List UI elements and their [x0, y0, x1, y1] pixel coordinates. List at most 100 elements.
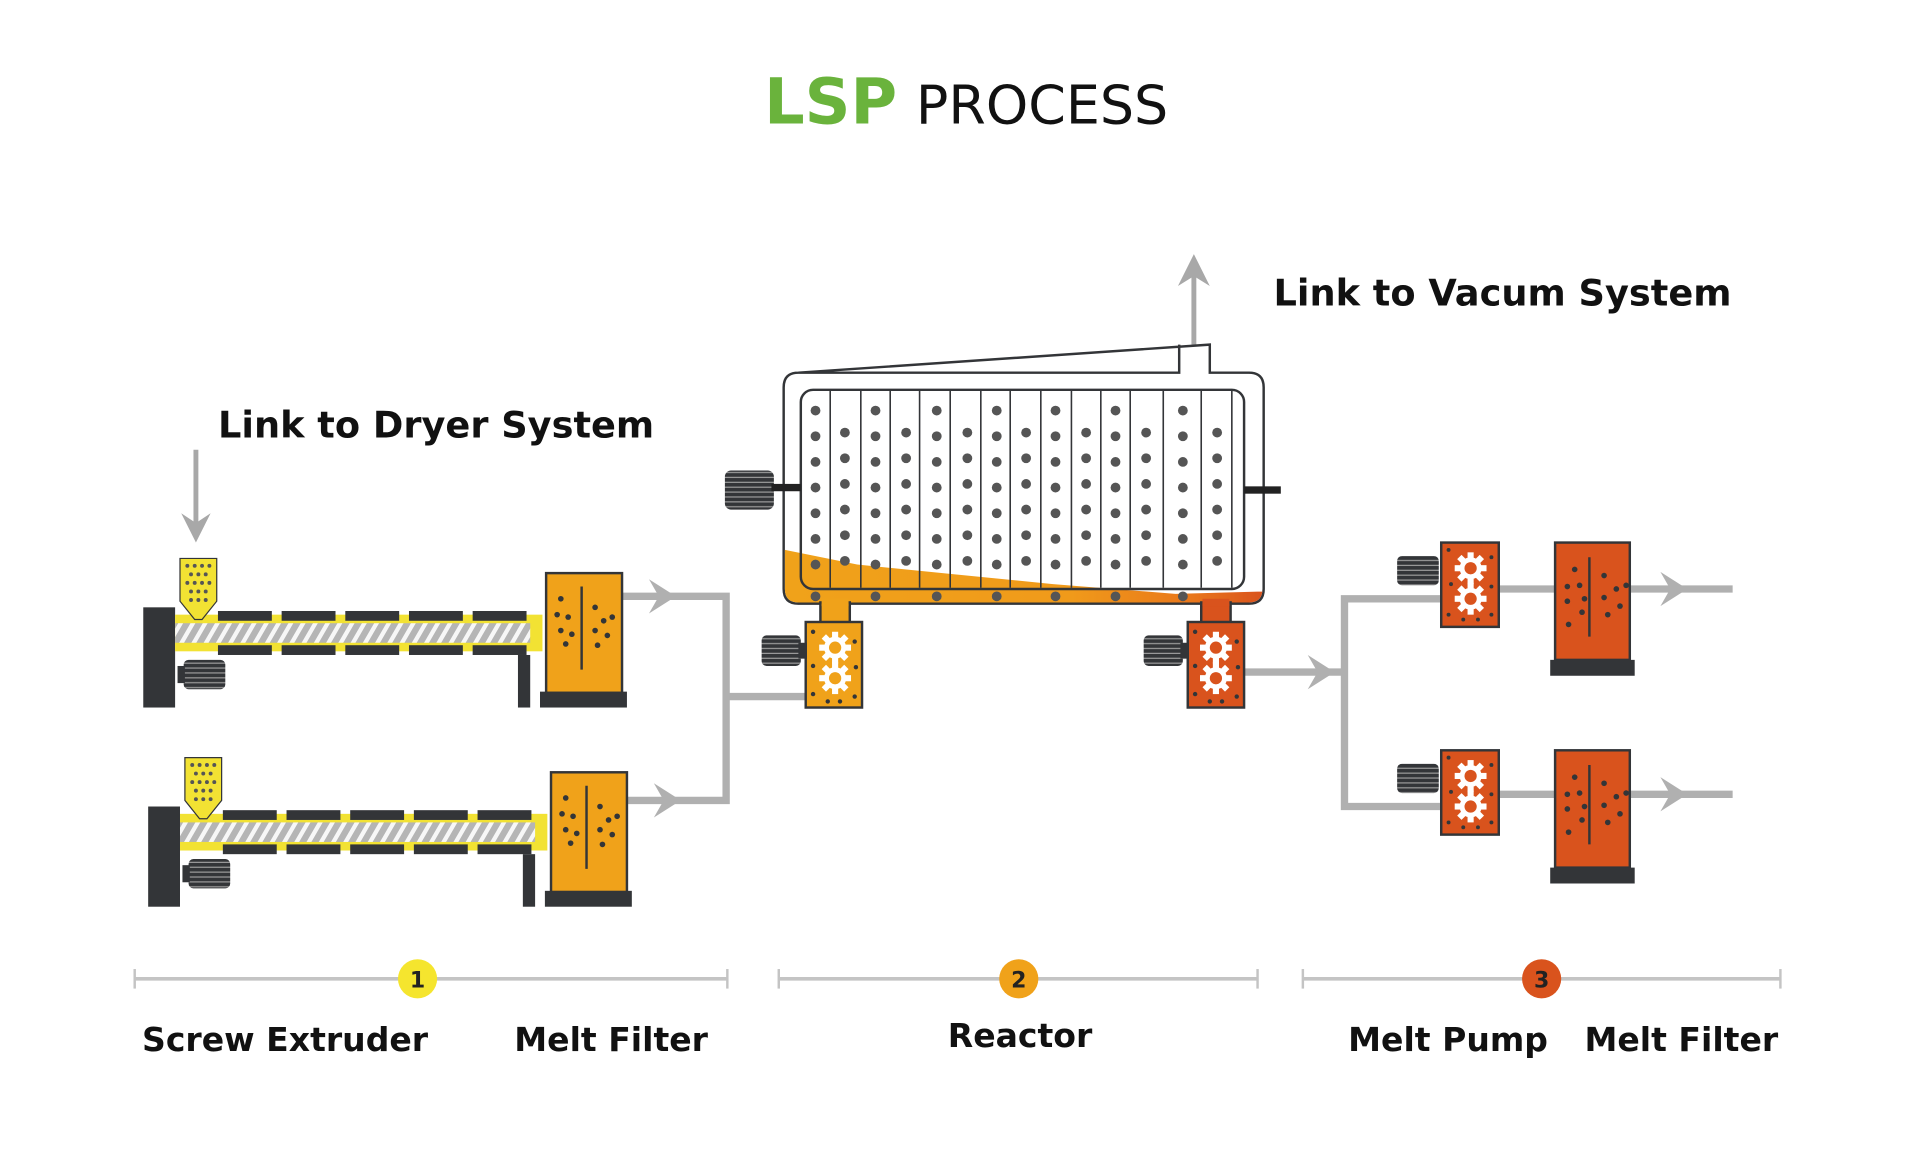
pellet-dot [962, 556, 973, 566]
title-brand: LSP [764, 64, 897, 138]
stage-3-badge [1522, 959, 1562, 999]
pellet-dot [1050, 482, 1061, 493]
pellet-dot [1141, 453, 1152, 464]
pellet-dot [870, 508, 881, 519]
pellet-dot [1050, 457, 1061, 467]
pellet-dot [1050, 405, 1061, 416]
pellet-dot [870, 559, 881, 570]
pellet-dot [991, 508, 1002, 519]
pellet-dot [1212, 453, 1223, 464]
pellet-dot [870, 457, 881, 467]
pellet-dot [962, 427, 973, 438]
stage-3-number: 3 [1534, 968, 1549, 993]
pellet-dot [931, 534, 942, 544]
stage-3-label-melt-filter: Melt Filter [1584, 1020, 1778, 1059]
pellet-dot [991, 559, 1002, 570]
flow-arrow-icons [648, 571, 1688, 818]
vacuum-outlet-arrow-icon [1177, 254, 1210, 345]
pellet-dot [1081, 504, 1092, 515]
pellet-dot [991, 591, 1002, 602]
pellet-dot [1141, 427, 1152, 438]
pellet-dot [840, 504, 850, 515]
output-line-2 [1397, 749, 1635, 884]
pellet-dot [901, 556, 912, 566]
pellet-dot [1110, 482, 1121, 493]
pellet-dot [840, 479, 850, 489]
stage-2-number: 2 [1011, 968, 1026, 993]
pellet-dot [1081, 530, 1092, 541]
pellet-dot [1110, 431, 1121, 442]
pellet-dot [1177, 457, 1188, 467]
pellet-dot [901, 504, 912, 515]
pellet-dot [1021, 556, 1032, 566]
pellet-dot [991, 534, 1002, 544]
pellet-dot [1021, 453, 1032, 464]
pellet-dot [1177, 559, 1188, 570]
stage-1: 1 Screw Extruder Melt Filter [142, 959, 709, 1059]
screw-extruder-1 [143, 557, 627, 708]
pellet-dot [840, 530, 850, 541]
stage-1-label-screw-extruder: Screw Extruder [142, 1020, 429, 1059]
reactor-motor-icon [724, 470, 774, 510]
reactor-pellets [810, 405, 1223, 602]
pellet-dot [931, 508, 942, 519]
pellet-dot [1110, 405, 1121, 416]
pellet-dot [1177, 591, 1188, 602]
pellet-dot [1081, 556, 1092, 566]
pellet-dot [1212, 427, 1223, 438]
pellet-dot [810, 559, 821, 570]
reactor-melt-pump-right [1143, 620, 1246, 709]
stage-2: 2 Reactor [948, 959, 1093, 1055]
pellet-dot [1110, 508, 1121, 519]
pellet-dot [1050, 534, 1061, 544]
pellet-dot [991, 405, 1002, 416]
pellet-dot [931, 559, 942, 570]
pellet-dot [962, 530, 973, 541]
pellet-dot [1050, 559, 1061, 570]
pellet-dot [870, 482, 881, 493]
pellet-dot [1177, 431, 1188, 442]
pellet-dot [901, 427, 912, 438]
hopper-icon [179, 557, 218, 621]
pellet-dot [810, 534, 821, 544]
screw-extruder-2 [148, 757, 632, 907]
hopper-icon [184, 757, 223, 820]
title-text: PROCESS [916, 73, 1168, 136]
shaft-icon [1244, 486, 1281, 494]
stage-2-badge [999, 959, 1039, 999]
pellet-dot [1050, 508, 1061, 519]
pellet-dot [1141, 504, 1152, 515]
pellet-dot [962, 479, 973, 489]
reactor-melt-pump-left [761, 620, 864, 709]
pellet-dot [1212, 556, 1223, 566]
pellet-dot [931, 431, 942, 442]
pellet-dot [901, 530, 912, 541]
pellet-dot [1141, 556, 1152, 566]
pellet-dot [1050, 431, 1061, 442]
pellet-dot [840, 453, 850, 464]
motor-icon [1397, 556, 1439, 586]
stage-1-badge [397, 959, 438, 999]
pellet-dot [1177, 405, 1188, 416]
pellet-dot [810, 431, 821, 442]
pellet-dot [810, 482, 821, 493]
pellet-dot [1021, 479, 1032, 489]
stage-1-label-melt-filter: Melt Filter [514, 1020, 708, 1059]
motor-icon [188, 859, 231, 889]
pellet-dot [991, 431, 1002, 442]
pellet-dot [1212, 479, 1223, 489]
stage-3-label-melt-pump: Melt Pump [1348, 1020, 1548, 1059]
pellet-dot [1081, 427, 1092, 438]
pellet-dot [870, 405, 881, 416]
pellet-dot [870, 591, 881, 602]
pellet-dot [962, 453, 973, 464]
pellet-dot [1021, 504, 1032, 515]
pellet-dot [1050, 591, 1061, 602]
pellet-dot [931, 591, 942, 602]
pellet-dot [931, 405, 942, 416]
pellet-dot [962, 504, 973, 515]
pellet-dot [1081, 479, 1092, 489]
pellet-dot [1141, 479, 1152, 489]
dryer-link-label: Link to Dryer System [218, 404, 654, 447]
